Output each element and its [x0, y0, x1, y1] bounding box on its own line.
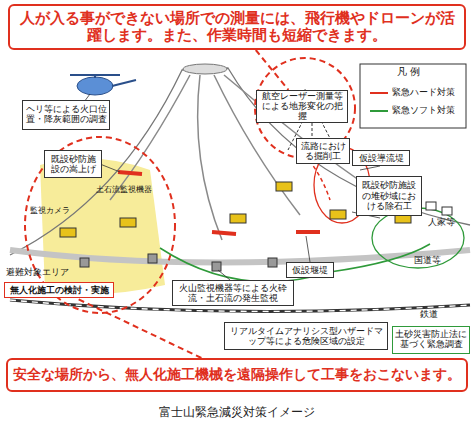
node-text: 土砂災害防止法に基づく緊急調査	[395, 330, 467, 350]
node-text: 無人化施工の検討・実施	[10, 285, 109, 295]
note-box: 航空レーザー測量等による地形変化の把握	[256, 90, 348, 123]
node-text: 人が入る事ができない場所での測量には、飛行機やドローンが活躍します。また、作業時…	[14, 10, 460, 45]
note-box: リアルタイムアナリシス型ハザードマップ等による危険区域の設定	[224, 322, 388, 350]
callout-box: 人が入る事ができない場所での測量には、飛行機やドローンが活躍します。また、作業時…	[8, 4, 466, 50]
gully	[110, 75, 190, 200]
node-text: 仮設導流堤	[359, 153, 404, 163]
node-text: 既設砂防施設の堆砂域における除石工	[359, 180, 419, 211]
machine	[120, 218, 136, 227]
node-text: 既設砂防施設の嵩上げ	[47, 154, 99, 175]
monitor-device	[148, 254, 157, 263]
highlight-box: 無人化施工の検討・実施	[4, 282, 114, 298]
area-label: 避難対象エリア	[6, 268, 69, 278]
node-text: ヘリ等による火口位置・降灰範囲の調査	[25, 105, 107, 125]
node-text: リアルタイムアナリシス型ハザードマップ等による危険区域の設定	[227, 326, 385, 347]
house	[442, 207, 452, 215]
legend-heading: 凡 例	[397, 67, 420, 77]
callout-box: 安全な場所から、無人化施工機械を遠隔操作して工事をおこないます。	[6, 358, 468, 392]
note-box: 仮設導流堤	[352, 150, 410, 166]
note-box: 既設砂防施設の堆砂域における除石工	[356, 176, 422, 216]
device-label: 土石流監視機器	[96, 186, 152, 195]
legend-row: 緊急ソフト対策	[370, 104, 455, 117]
soft-measure-line	[160, 244, 430, 282]
device-label: 監視カメラ	[30, 207, 70, 216]
monitor-device	[212, 262, 221, 271]
machine	[230, 214, 246, 223]
note-box: 流路における掘削工	[296, 138, 350, 164]
node-text: 航空レーザー測量等による地形変化の把握	[259, 92, 345, 121]
note-box: ヘリ等による火口位置・降灰範囲の調査	[22, 100, 110, 130]
machine	[330, 210, 346, 219]
monitor-device	[268, 258, 277, 267]
note-box: 土砂災害防止法に基づく緊急調査	[392, 326, 470, 354]
dam-symbol	[212, 232, 236, 234]
node-text: 仮設堰堤	[292, 265, 328, 275]
gully	[198, 75, 222, 240]
caption: 富士山緊急減災対策イメージ	[0, 404, 474, 421]
dam-symbol	[118, 172, 142, 174]
note-box: 仮設堰堤	[286, 262, 334, 278]
place-label: 人家等	[428, 218, 455, 228]
legend-line-sample	[370, 110, 388, 112]
helicopter	[77, 77, 113, 95]
machine	[276, 182, 292, 191]
soft-measure-outline	[372, 208, 464, 268]
legend-text: 緊急ハード対策	[392, 86, 455, 99]
volcano-outline	[10, 68, 470, 255]
callout-connector	[76, 298, 202, 358]
helicopter-rotor	[70, 75, 136, 86]
note-box: 既設砂防施設の嵩上げ	[44, 150, 102, 178]
dam-symbol	[296, 230, 320, 234]
house	[426, 202, 436, 210]
crater	[183, 64, 227, 74]
legend-box	[360, 64, 466, 128]
node-text: 安全な場所から、無人化施工機械を遠隔操作して工事をおこないます。	[13, 367, 461, 383]
monitor-device	[80, 258, 89, 267]
node-text: 流路における掘削工	[299, 141, 347, 162]
place-label: 国道等	[414, 256, 441, 266]
node-text: 火山監視機器等による火砕流・土石流の発生監視	[175, 283, 291, 304]
machine	[60, 228, 76, 237]
callout-connector	[256, 50, 289, 90]
legend-row: 緊急ハード対策	[370, 86, 455, 99]
note-box: 火山監視機器等による火砕流・土石流の発生監視	[172, 280, 294, 306]
legend-text: 緊急ソフト対策	[392, 104, 455, 117]
legend-line-sample	[370, 92, 388, 94]
place-label: 鉄道	[420, 310, 438, 320]
